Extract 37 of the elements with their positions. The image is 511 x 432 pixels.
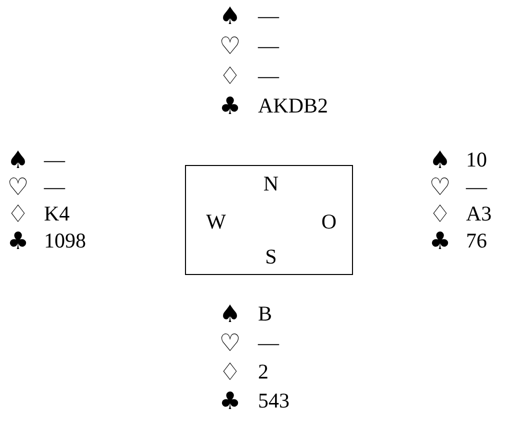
club-icon: ♣ [219, 389, 241, 413]
seat-letter: N [263, 174, 279, 194]
card-holding: 543 [258, 390, 290, 412]
card-holding: 1098 [44, 230, 86, 252]
seat-letter: O [321, 212, 337, 232]
diamond-icon: ♢ [7, 202, 29, 226]
card-holding: — [258, 332, 279, 354]
card-holding: — [258, 36, 279, 56]
card-holding: — [44, 150, 65, 170]
card-holding: K4 [44, 204, 70, 224]
spade-icon: ♠ [7, 148, 29, 172]
spade-icon: ♠ [429, 148, 451, 172]
card-holding: 76 [466, 230, 487, 252]
diamond-icon: ♢ [219, 64, 241, 88]
club-icon: ♣ [219, 94, 241, 118]
card-holding: 2 [258, 362, 268, 382]
heart-icon: ♡ [429, 175, 451, 199]
card-holding: 10 [466, 150, 487, 170]
card-holding: — [466, 176, 487, 198]
seat-letter: W [206, 212, 226, 232]
diamond-icon: ♢ [429, 202, 451, 226]
club-icon: ♣ [7, 229, 29, 253]
compass-box [185, 165, 353, 275]
card-holding: — [258, 6, 279, 26]
heart-icon: ♡ [219, 34, 241, 58]
spade-icon: ♠ [219, 302, 241, 326]
diamond-icon: ♢ [219, 360, 241, 384]
spade-icon: ♠ [219, 4, 241, 28]
card-holding: — [44, 176, 65, 198]
card-holding: AKDB2 [258, 96, 328, 116]
seat-letter: S [265, 246, 277, 268]
heart-icon: ♡ [219, 331, 241, 355]
card-holding: — [258, 66, 279, 86]
card-holding: A3 [466, 204, 492, 224]
heart-icon: ♡ [7, 175, 29, 199]
club-icon: ♣ [429, 229, 451, 253]
card-holding: B [258, 304, 272, 324]
